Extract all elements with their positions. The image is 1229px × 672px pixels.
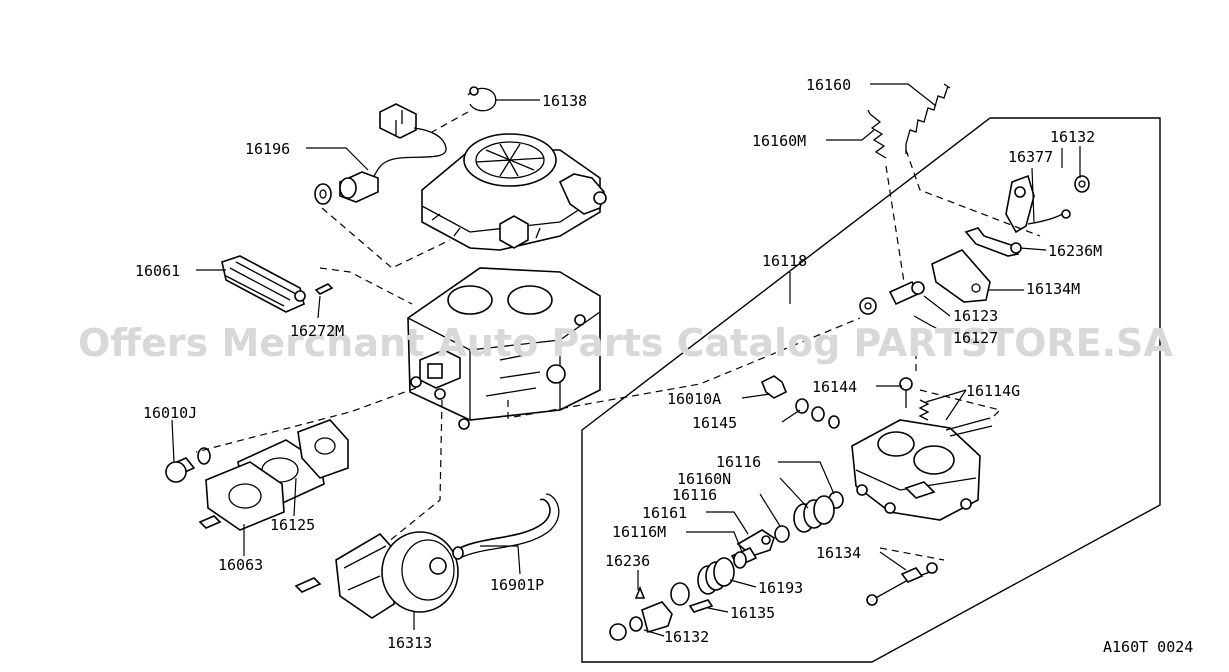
part-16132-nut-top: [1074, 175, 1090, 193]
label-16377: 16377: [1008, 148, 1053, 166]
part-16193-spring: [697, 557, 735, 595]
label-16193: 16193: [758, 579, 803, 597]
part-16272M-pin: [314, 283, 334, 295]
part-16377-lever: [1005, 174, 1071, 234]
part-16123-lever: [859, 280, 925, 315]
part-16135-pin: [688, 599, 714, 613]
part-16236-lever: [634, 582, 690, 634]
part-throttle-body: [851, 417, 993, 521]
label-16125: 16125: [270, 516, 315, 534]
label-16127: 16127: [953, 329, 998, 347]
label-16272M: 16272M: [290, 322, 344, 340]
part-16138-clip: [467, 86, 497, 112]
part-16010J-plug: [165, 447, 211, 483]
part-16061-bracket: [221, 255, 306, 313]
label-16118: 16118: [762, 252, 807, 270]
label-16134M: 16134M: [1026, 280, 1080, 298]
label-16160M: 16160M: [752, 132, 806, 150]
leader-lines: [171, 83, 1081, 637]
label-16061: 16061: [135, 262, 180, 280]
label-16145: 16145: [692, 414, 737, 432]
label-16063: 16063: [218, 556, 263, 574]
part-carburetor-main-body: [407, 267, 601, 430]
part-labels: 16138 16196 16061 16272M 16010J 16125 16…: [135, 76, 1102, 652]
part-16145-seals: [795, 398, 840, 429]
label-16134: 16134: [816, 544, 861, 562]
part-16144-screw: [899, 377, 930, 421]
label-16160: 16160: [806, 76, 851, 94]
label-16123: 16123: [953, 307, 998, 325]
part-16010A-screw: [760, 375, 788, 399]
label-16901P: 16901P: [490, 576, 544, 594]
label-16236M: 16236M: [1048, 242, 1102, 260]
label-16196: 16196: [245, 140, 290, 158]
part-16134M-bracket: [931, 249, 991, 303]
label-16116-a: 16116: [716, 453, 761, 471]
label-16116-b: 16116: [672, 486, 717, 504]
label-16236: 16236: [605, 552, 650, 570]
part-carburetor-air-horn: [421, 133, 607, 251]
part-16160-spring: [905, 83, 951, 154]
label-16161: 16161: [642, 504, 687, 522]
part-16236M-link: [964, 227, 1022, 257]
label-16313: 16313: [387, 634, 432, 652]
label-16144: 16144: [812, 378, 857, 396]
label-16114G: 16114G: [966, 382, 1020, 400]
part-16116M-collar: [730, 546, 758, 569]
throttle-group-frame: [581, 117, 1161, 663]
label-16135: 16135: [730, 604, 775, 622]
label-16138: 16138: [542, 92, 587, 110]
part-16160N-spring: [793, 495, 835, 533]
part-16134-rod: [866, 562, 938, 606]
label-16010A: 16010A: [667, 390, 721, 408]
part-16901P-hose: [452, 493, 560, 560]
watermark-text: Offers Merchant Auto Parts Catalog PARTS…: [78, 321, 1173, 365]
part-16063-gasket: [198, 461, 285, 531]
part-16313-vacuum-diaphragm: [294, 531, 459, 619]
label-16160N: 16160N: [677, 470, 731, 488]
part-16160M-spring: [867, 109, 887, 159]
part-16196-solenoid-valve: [314, 103, 447, 205]
label-16010J: 16010J: [143, 404, 197, 422]
assembly-dash-lines: [195, 111, 1041, 561]
diagram-code: A160T 0024: [1103, 638, 1193, 656]
label-16132-top: 16132: [1050, 128, 1095, 146]
part-16116-washer-b: [774, 525, 790, 543]
label-16116M: 16116M: [612, 523, 666, 541]
label-16132-bottom: 16132: [664, 628, 709, 646]
part-16132-nut-bottom: [609, 616, 643, 641]
